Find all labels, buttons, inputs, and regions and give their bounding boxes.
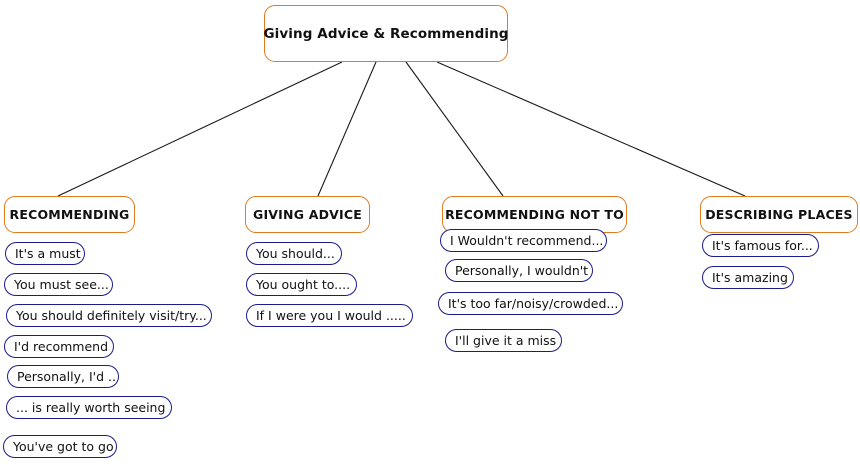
leaf-node-label: I Wouldn't recommend...: [450, 233, 604, 248]
leaf-node-label: It's too far/noisy/crowded...: [448, 296, 619, 311]
leaf-node-describing-places-0[interactable]: It's famous for...: [702, 234, 819, 257]
category-node-recommending[interactable]: RECOMMENDING: [4, 196, 135, 233]
category-node-recommending-not-to[interactable]: RECOMMENDING NOT TO: [442, 196, 627, 233]
leaf-node-recommending-4[interactable]: Personally, I'd ..: [7, 365, 119, 388]
category-node-describing-places[interactable]: DESCRIBING PLACES: [700, 196, 858, 233]
leaf-node-recommending-2[interactable]: You should definitely visit/try...: [6, 304, 212, 327]
category-node-giving-advice-label: GIVING ADVICE: [253, 207, 362, 222]
leaf-node-describing-places-1[interactable]: It's amazing: [702, 266, 794, 289]
leaf-node-recommending-0[interactable]: It's a must: [5, 242, 85, 265]
connector-to-giving-advice: [317, 61, 377, 197]
leaf-node-label: You should definitely visit/try...: [16, 308, 207, 323]
leaf-node-recommending-not-to-0[interactable]: I Wouldn't recommend...: [440, 229, 607, 252]
root-node[interactable]: Giving Advice & Recommending: [263, 5, 509, 62]
leaf-node-recommending-not-to-1[interactable]: Personally, I wouldn't: [445, 259, 593, 282]
leaf-node-giving-advice-1[interactable]: You ought to....: [246, 273, 357, 296]
leaf-node-label: You ought to....: [256, 277, 351, 292]
leaf-node-label: You've got to go: [13, 439, 114, 454]
connector-to-recommending: [57, 61, 343, 197]
leaf-node-label: Personally, I'd ..: [17, 369, 116, 384]
root-node-label: Giving Advice & Recommending: [263, 25, 509, 42]
leaf-node-recommending-3[interactable]: I'd recommend: [4, 335, 114, 358]
connector-to-describing-places: [436, 61, 746, 197]
leaf-node-label: You should...: [256, 246, 335, 261]
category-node-giving-advice[interactable]: GIVING ADVICE: [245, 196, 370, 233]
leaf-node-label: I'd recommend: [14, 339, 109, 354]
leaf-node-label: ... is really worth seeing: [16, 400, 166, 415]
leaf-node-label: I'll give it a miss: [455, 333, 557, 348]
leaf-node-label: If I were you I would .....: [256, 308, 406, 323]
category-node-recommending-not-to-label: RECOMMENDING NOT TO: [445, 207, 624, 222]
leaf-node-recommending-not-to-2[interactable]: It's too far/noisy/crowded...: [438, 292, 623, 315]
connector-to-recommending-not-to: [405, 61, 504, 197]
category-node-recommending-label: RECOMMENDING: [9, 207, 130, 222]
leaf-node-recommending-5[interactable]: ... is really worth seeing: [6, 396, 172, 419]
leaf-node-recommending-1[interactable]: You must see...: [4, 273, 113, 296]
leaf-node-label: It's famous for...: [712, 238, 813, 253]
leaf-node-label: You must see...: [14, 277, 109, 292]
leaf-node-giving-advice-0[interactable]: You should...: [246, 242, 342, 265]
leaf-node-recommending-not-to-3[interactable]: I'll give it a miss: [445, 329, 562, 352]
leaf-node-giving-advice-2[interactable]: If I were you I would .....: [246, 304, 413, 327]
leaf-node-label: It's a must: [15, 246, 81, 261]
category-node-describing-places-label: DESCRIBING PLACES: [705, 207, 853, 222]
leaf-node-label: It's amazing: [712, 270, 788, 285]
leaf-node-label: Personally, I wouldn't: [455, 263, 589, 278]
leaf-node-recommending-6[interactable]: You've got to go: [3, 435, 117, 458]
